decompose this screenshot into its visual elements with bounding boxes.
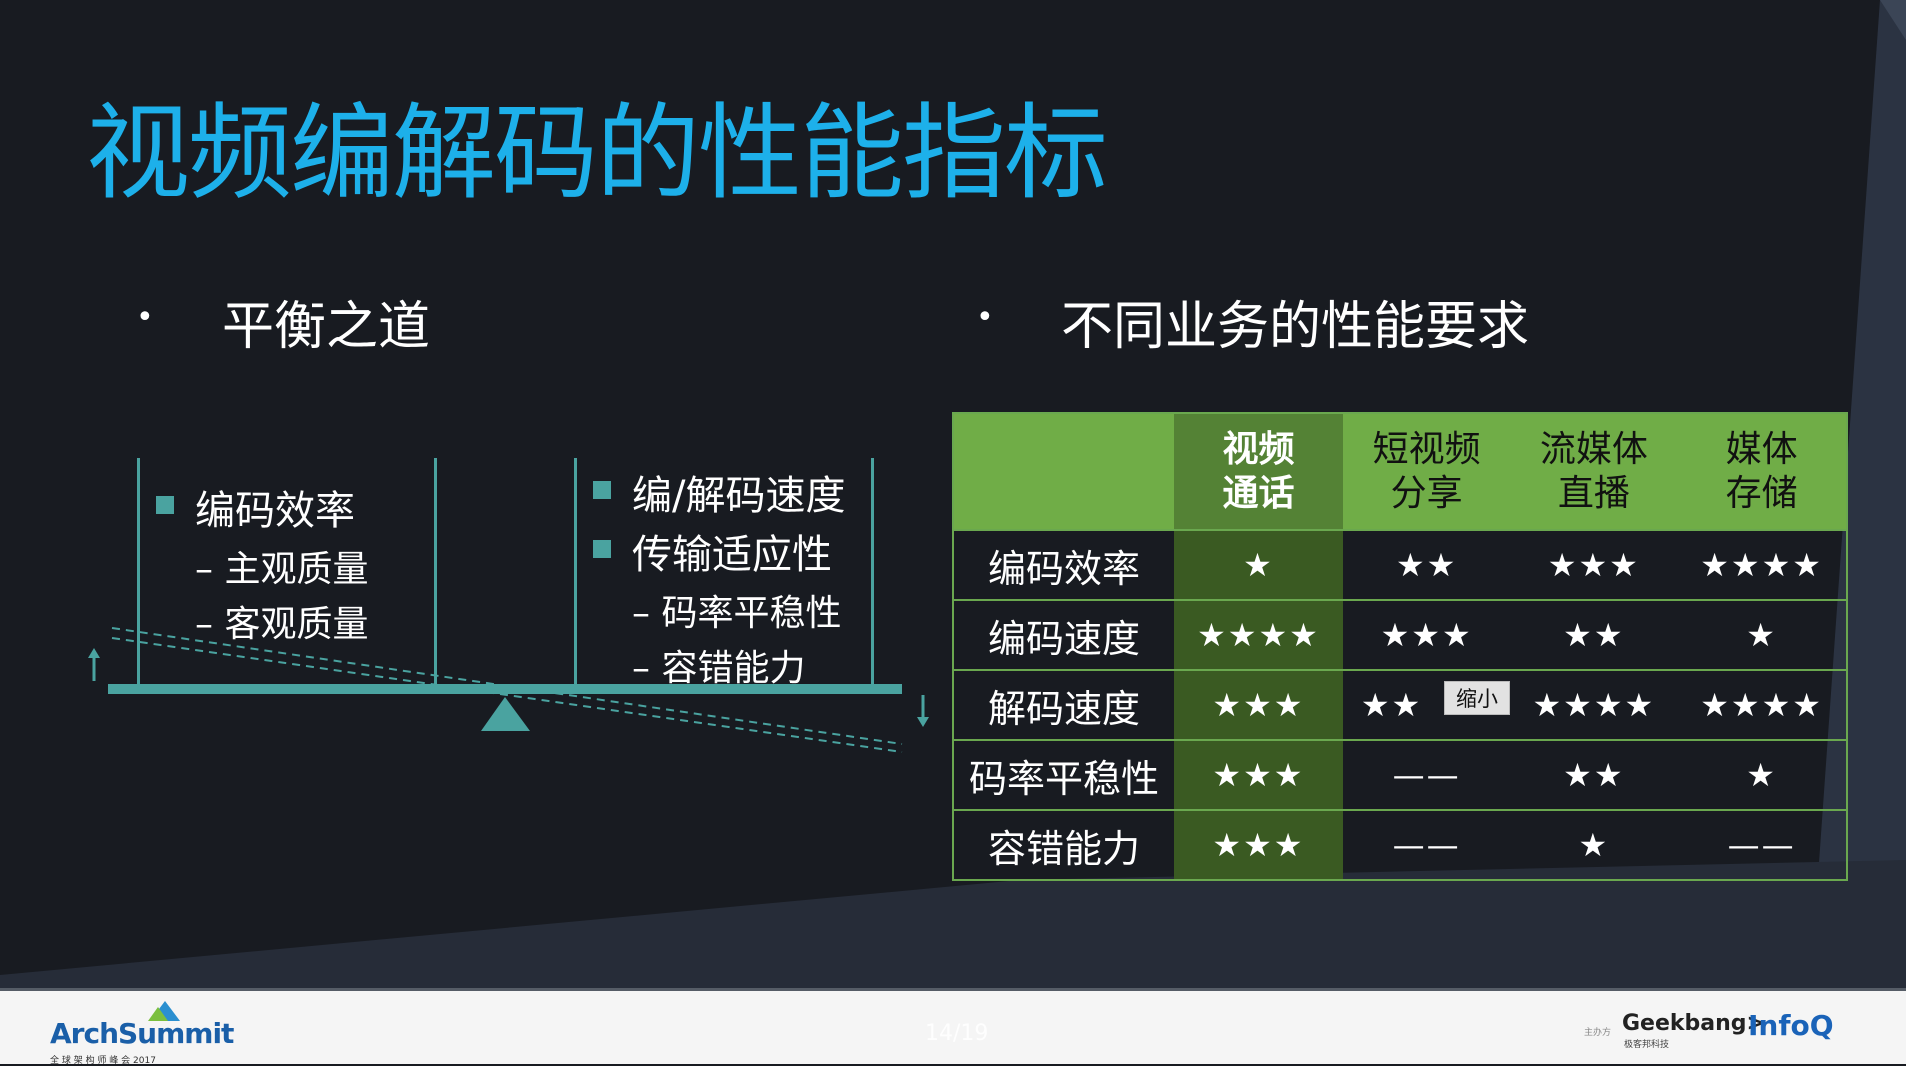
rating-cell: ★★ (1342, 529, 1511, 600)
table-header: 流媒体 直播 (1510, 413, 1678, 530)
rating-cell: ★★ (1342, 669, 1511, 740)
square-bullet-icon (593, 540, 611, 558)
up-arrow-icon (88, 648, 100, 681)
group2-sub: – 容错能力 (632, 648, 806, 689)
rating-cell: ★★★ (1510, 529, 1678, 600)
page-title: 视频编解码的性能指标 (86, 92, 1108, 214)
balance-beam (108, 684, 902, 694)
infoq-logo: InfoQ (1748, 1009, 1834, 1042)
group2-head: 编/解码速度 (632, 473, 846, 519)
rating-cell: —— (1677, 809, 1847, 880)
row-label: 编码速度 (953, 599, 1175, 670)
square-bullet-icon (156, 496, 174, 514)
performance-table: 视频 通话 短视频 分享 流媒体 直播 媒体 存储 编码效率★★★★★★★★★★… (952, 412, 1848, 881)
archsummit-logo-sub: 全 球 架 构 师 峰 会 2017 (50, 1056, 156, 1066)
left-bracket-line (434, 458, 437, 684)
group2-sub: – 码率平稳性 (632, 593, 842, 634)
rating-cell: ★★★ (1174, 739, 1343, 810)
right-bracket-line (871, 458, 874, 684)
row-label: 容错能力 (953, 809, 1175, 880)
organizer-label: 主办方 (1584, 1028, 1612, 1038)
row-label: 码率平稳性 (953, 739, 1175, 810)
rating-cell: ★★ (1510, 599, 1678, 670)
table-row: 解码速度★★★★★★★★★★★★★ (953, 669, 1847, 740)
rating-cell: —— (1342, 809, 1511, 880)
archsummit-logo-text: ArchSummit (50, 1017, 234, 1050)
left-heading: 平衡之道 (222, 297, 431, 357)
rating-cell: ★★★★ (1510, 669, 1678, 740)
rating-cell: ★★★★ (1677, 529, 1847, 600)
geekbang-sub: 极客邦科技 (1624, 1040, 1670, 1050)
group1-sub: – 主观质量 (195, 549, 369, 590)
rating-cell: ★ (1174, 529, 1343, 600)
table-row: 编码效率★★★★★★★★★★ (953, 529, 1847, 600)
row-label: 解码速度 (953, 669, 1175, 740)
down-arrow-icon (917, 695, 929, 727)
right-heading: 不同业务的性能要求 (1061, 297, 1530, 357)
bullet-dot: • (976, 300, 994, 335)
right-bracket-line (574, 458, 577, 684)
bullet-dot: • (136, 300, 154, 335)
table-header: 短视频 分享 (1342, 413, 1511, 530)
table-row: 编码速度★★★★★★★★★★ (953, 599, 1847, 670)
square-bullet-icon (593, 481, 611, 499)
rating-cell: ★ (1677, 739, 1847, 810)
rating-cell: ★★★ (1174, 669, 1343, 740)
group1-sub: – 客观质量 (195, 604, 369, 645)
page-number: 14/19 (925, 1021, 989, 1046)
rating-cell: ★★★ (1174, 809, 1343, 880)
table-header-empty (953, 413, 1175, 530)
table-row: 容错能力★★★——★—— (953, 809, 1847, 880)
table-header: 媒体 存储 (1677, 413, 1847, 530)
rating-cell: ★★★★ (1174, 599, 1343, 670)
table-header: 视频 通话 (1174, 413, 1343, 530)
tilt-dashed-line (111, 637, 903, 753)
group1-head: 编码效率 (195, 488, 355, 534)
rating-cell: ★★ (1510, 739, 1678, 810)
footer: ArchSummit 全 球 架 构 师 峰 会 2017 14/19 主办方 … (0, 988, 1906, 1066)
row-label: 编码效率 (953, 529, 1175, 600)
table-row: 码率平稳性★★★——★★★ (953, 739, 1847, 810)
left-bracket-line (137, 458, 140, 684)
geekbang-logo: Geekbang> (1622, 1011, 1765, 1036)
mountain-icon (148, 1001, 180, 1021)
rating-cell: ★★★ (1342, 599, 1511, 670)
tooltip: 缩小 (1444, 681, 1510, 715)
rating-cell: —— (1342, 739, 1511, 810)
rating-cell: ★ (1677, 599, 1847, 670)
fulcrum-triangle (481, 697, 530, 731)
group2-head: 传输适应性 (632, 532, 832, 578)
rating-cell: ★★★★ (1677, 669, 1847, 740)
rating-cell: ★ (1510, 809, 1678, 880)
